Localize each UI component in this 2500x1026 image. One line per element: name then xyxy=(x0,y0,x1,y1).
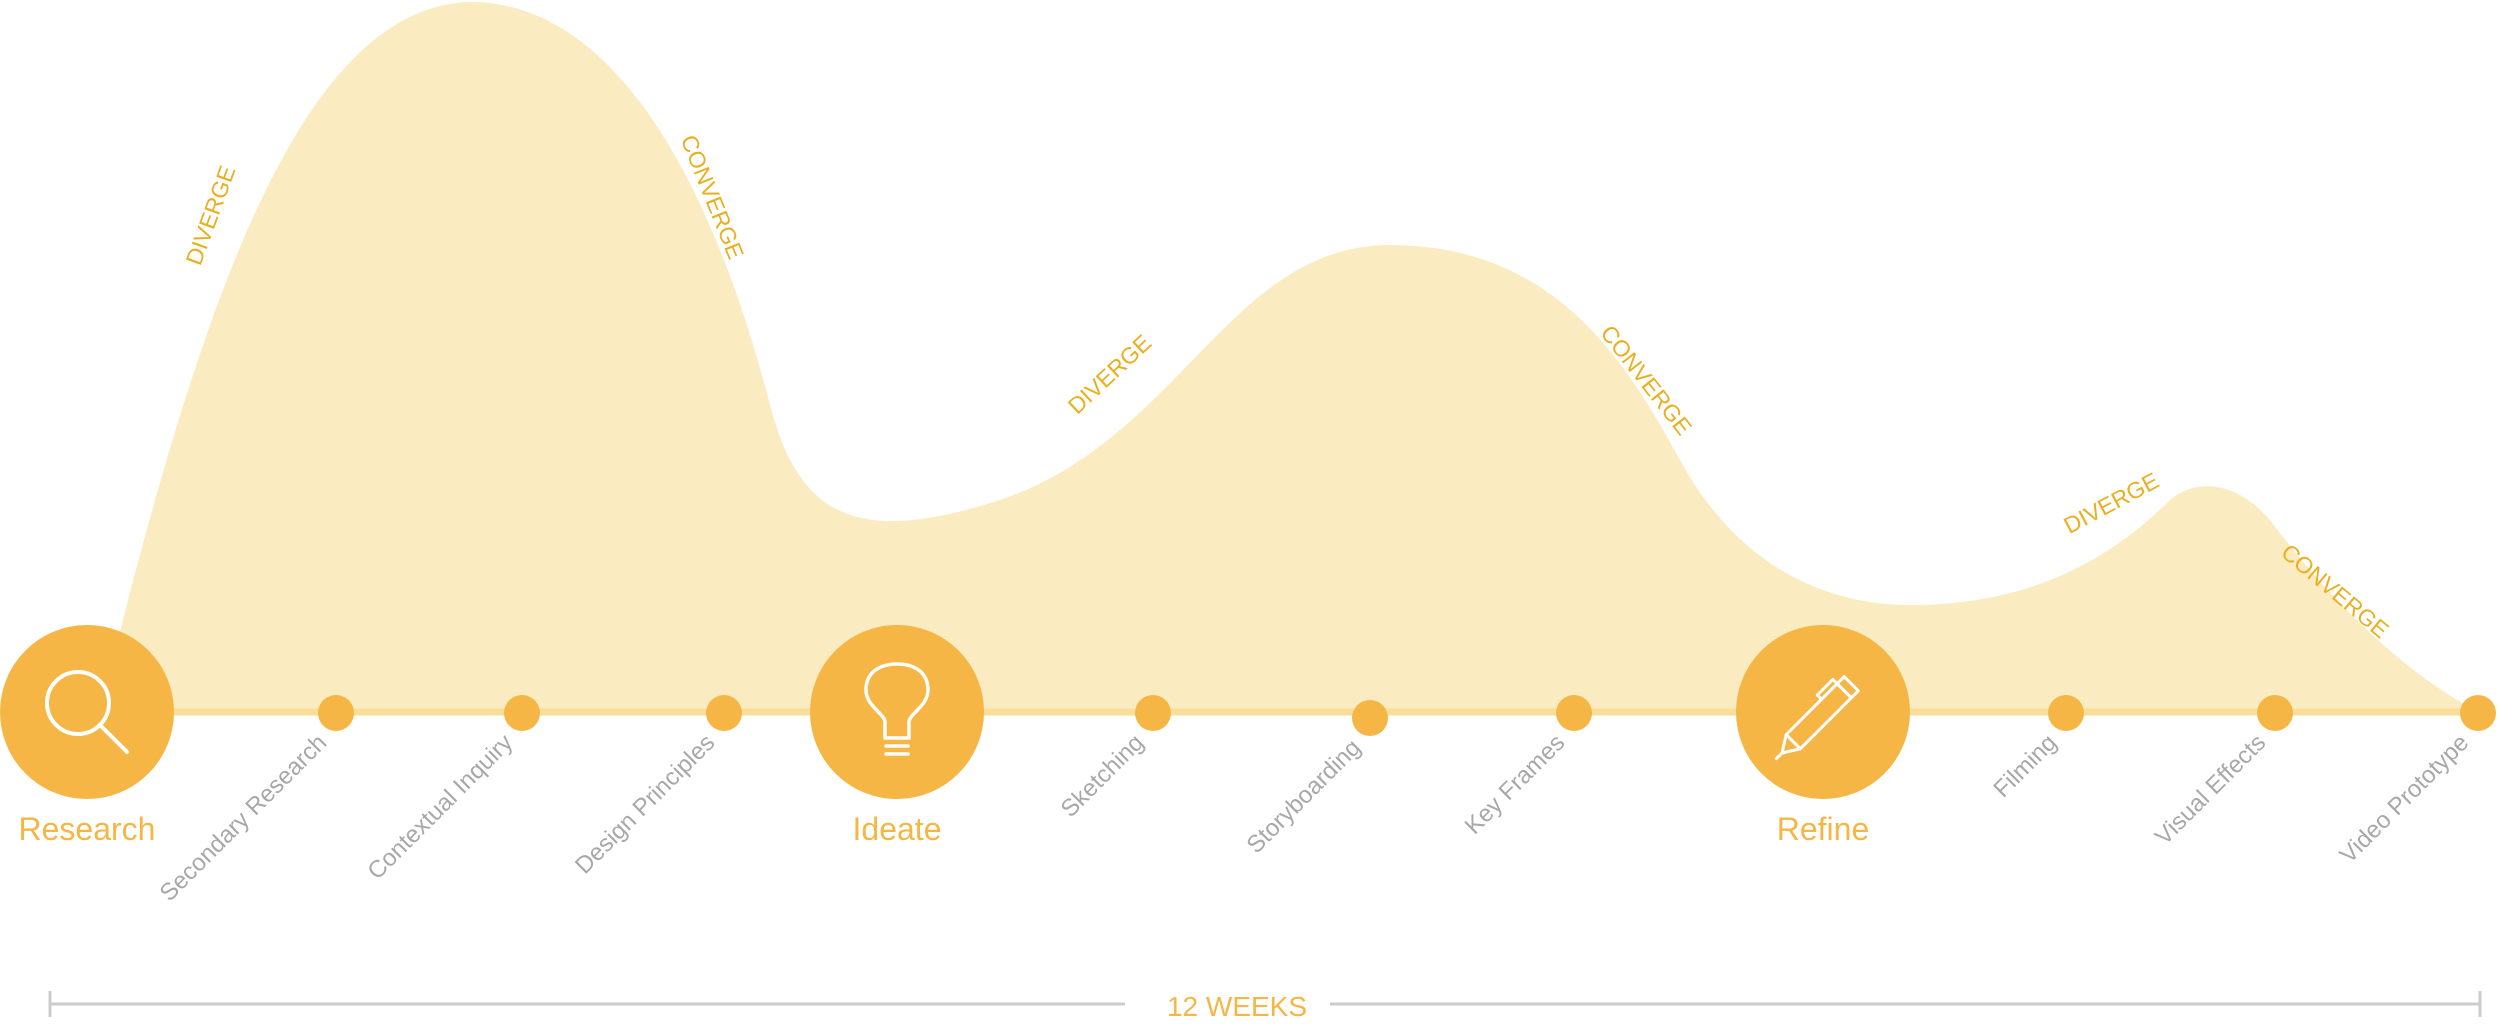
step-key-frames: Key Frames xyxy=(1460,695,1592,840)
wave-label-diverge: DIVERGE xyxy=(1063,329,1156,419)
search-icon xyxy=(45,670,129,754)
duration-label: 12 WEEKS xyxy=(1167,991,1307,1022)
step-label: Filming xyxy=(1988,729,2062,803)
step-label: Design Principles xyxy=(570,729,720,879)
step-video-prototype: Video Prototype xyxy=(2335,695,2496,869)
step-dot xyxy=(2048,695,2084,731)
phase-node xyxy=(810,625,984,799)
step-label: Contextual Inquiry xyxy=(362,729,518,885)
divergence-wave xyxy=(100,1,2478,712)
wave-label-diverge: DIVERGE xyxy=(181,162,241,268)
phase-refine: Refine xyxy=(1736,625,1910,847)
duration-ruler xyxy=(48,991,2482,1017)
step-dot xyxy=(2257,695,2293,731)
phase-node xyxy=(0,625,174,799)
step-label: Key Frames xyxy=(1460,729,1571,840)
lightbulb-icon xyxy=(864,662,930,756)
step-label: Sketching xyxy=(1056,729,1150,823)
step-dot xyxy=(318,695,354,731)
phase-ideate: Ideate xyxy=(810,625,984,847)
step-dot xyxy=(2460,695,2496,731)
step-dot xyxy=(1135,695,1171,731)
step-dot xyxy=(706,695,742,731)
step-label: Visual Effects xyxy=(2150,729,2271,850)
step-dot xyxy=(1556,695,1592,731)
step-label: Storyboarding xyxy=(1241,734,1366,859)
phase-label: Research xyxy=(19,811,156,847)
phase-label: Refine xyxy=(1777,811,1870,847)
step-label: Video Prototype xyxy=(2335,729,2475,869)
step-dot xyxy=(1352,700,1388,736)
step-dot xyxy=(504,695,540,731)
pen-icon xyxy=(1774,675,1860,761)
phase-research: Research xyxy=(0,625,174,847)
step-design-principles: Design Principles xyxy=(570,695,742,879)
phase-label: Ideate xyxy=(853,811,942,847)
step-secondary-research: Secondary Research xyxy=(155,695,354,907)
step-storyboarding: Storyboarding xyxy=(1241,700,1388,859)
step-contextual-inquiry: Contextual Inquiry xyxy=(362,695,540,885)
phase-node xyxy=(1736,625,1910,799)
step-label: Secondary Research xyxy=(155,729,333,907)
step-visual-effects: Visual Effects xyxy=(2150,695,2293,850)
